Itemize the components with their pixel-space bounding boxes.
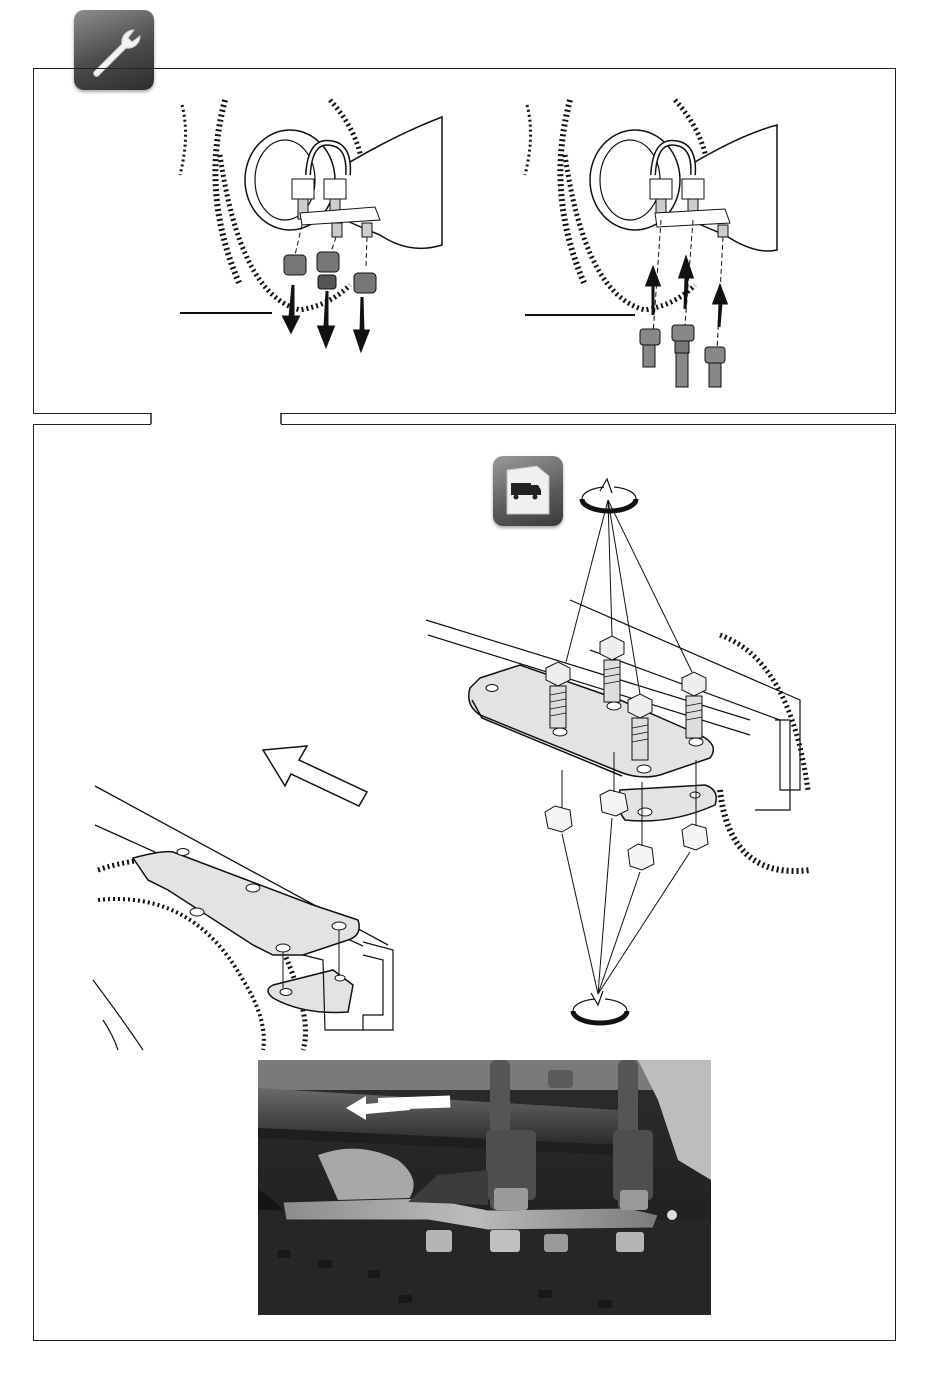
rear-bracket-view [93, 780, 413, 1060]
frame-connector-lines [0, 400, 950, 440]
insert-bolts-illustration [525, 95, 805, 395]
exploded-bracket-assembly [420, 490, 820, 1030]
tighten-arrow-icon [565, 985, 635, 1035]
installed-photo [258, 1060, 711, 1315]
remove-nuts-illustration [180, 95, 460, 365]
